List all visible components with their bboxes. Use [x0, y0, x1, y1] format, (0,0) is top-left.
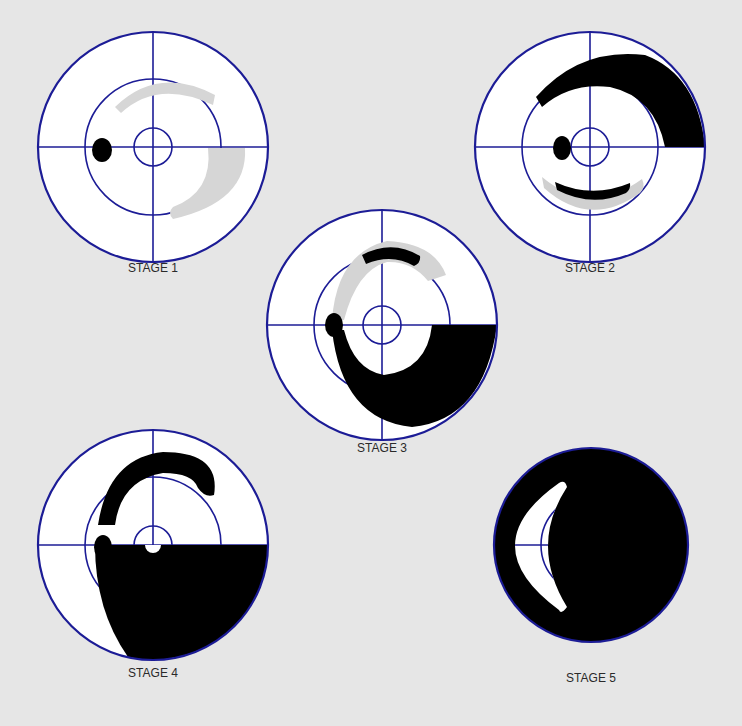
visual-field-stage: STAGE 1: [33, 27, 273, 275]
visual-field-stage: STAGE 5: [491, 445, 691, 685]
field-stage-1: [38, 32, 268, 262]
stage-label: STAGE 2: [470, 261, 710, 275]
stage-label: STAGE 1: [33, 261, 273, 275]
field-stage-2: [475, 32, 705, 262]
visual-field-stage: STAGE 4: [33, 425, 273, 680]
field-stage-3: [267, 210, 497, 440]
stage-label: STAGE 5: [491, 671, 691, 685]
visual-field-stage: STAGE 3: [262, 205, 502, 455]
stage-label: STAGE 3: [262, 441, 502, 455]
field-stage-4: [38, 430, 268, 660]
stage-label: STAGE 4: [33, 666, 273, 680]
field-stage-5: [491, 448, 688, 642]
visual-field-stage: STAGE 2: [470, 27, 710, 275]
